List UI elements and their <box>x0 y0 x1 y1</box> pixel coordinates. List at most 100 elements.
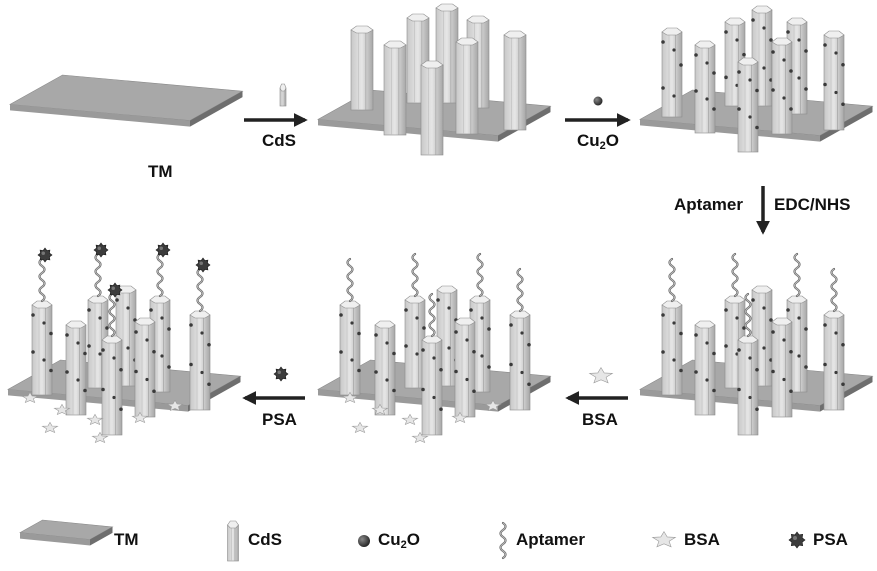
cu2o-particle <box>679 332 683 336</box>
psa-bound <box>196 258 210 272</box>
cu2o-particle <box>101 348 105 352</box>
cu2o-particle <box>742 53 746 57</box>
legend-psa-label: PSA <box>813 531 848 548</box>
cu2o-particle <box>145 338 148 341</box>
psa-bound <box>108 283 122 297</box>
cu2o-particle <box>83 352 87 356</box>
aptamer-rod <box>823 311 845 410</box>
cds-rod <box>421 61 443 155</box>
cds-rod <box>456 38 478 134</box>
cu2o-particle <box>712 107 716 111</box>
legend-bsa-icon <box>653 532 676 547</box>
cu2o-particle <box>200 331 203 334</box>
cu2o-particle <box>207 343 211 347</box>
cu2o-particle <box>735 38 738 41</box>
cu2o-particle <box>385 378 388 381</box>
cu2o-particle <box>415 352 418 355</box>
cu2o-particle <box>392 389 396 393</box>
cu2o-particle <box>769 318 773 322</box>
cu2o-particle <box>737 107 741 111</box>
cu2o-particle <box>31 350 35 354</box>
cu2o-particle <box>49 369 53 373</box>
cu2o-particle <box>469 308 473 312</box>
cu2o-particle <box>762 26 765 29</box>
cu2o-particle <box>841 382 845 386</box>
cu2o-particle <box>339 313 343 317</box>
cu2o-reagent-icon <box>594 97 603 106</box>
cu2o-particle <box>432 356 435 359</box>
cu2o-particle <box>755 407 759 411</box>
cu2o-particle <box>447 346 450 349</box>
cu2o-particle <box>112 356 115 359</box>
cds-rod <box>351 26 373 110</box>
legend-aptamer-label: Aptamer <box>516 531 585 548</box>
cu2o-particle <box>748 115 751 118</box>
cu2o-particle <box>661 40 665 44</box>
psa-reagent-icon <box>274 367 288 381</box>
cu2o-particle <box>134 330 138 334</box>
cu2o-particle <box>789 389 793 393</box>
cu2o-particle <box>841 343 845 347</box>
cu2o-particle <box>694 89 698 93</box>
cu2o-particle <box>167 327 171 331</box>
cu2o-particle <box>769 38 773 42</box>
cu2o-particle <box>152 350 156 354</box>
bsa-rod <box>339 301 361 395</box>
cu2o-particle <box>126 306 129 309</box>
cu2o-particle <box>126 346 129 349</box>
aptamer-rod <box>661 301 683 395</box>
cu2o-particle <box>661 350 665 354</box>
legend-cds-icon <box>228 521 239 561</box>
legend-cu2o-icon <box>358 535 370 547</box>
cu2o-particle <box>119 368 123 372</box>
cds-rod <box>504 31 526 130</box>
cu2o-particle <box>189 323 193 327</box>
cu2o-particle <box>782 338 785 341</box>
cu2o-particle <box>98 316 101 319</box>
cu2o-particle <box>737 70 741 74</box>
cu2o-particle <box>705 378 708 381</box>
cu2o-particle <box>454 330 458 334</box>
cu2o-particle <box>755 89 759 93</box>
cu2o-particle <box>797 354 800 357</box>
cu2o-particle <box>49 332 53 336</box>
bsa-rod <box>509 311 531 410</box>
cu2o-particle <box>748 356 751 359</box>
cu2o-particle <box>797 316 800 319</box>
aptamer-rod <box>771 318 793 417</box>
cu2o-particle <box>823 323 827 327</box>
psa-bound <box>94 243 108 257</box>
cu2o-particle <box>694 333 698 337</box>
cds-cu2o-rod <box>694 41 716 133</box>
psa-step-label: PSA <box>262 411 297 428</box>
cu2o-particle <box>472 350 476 354</box>
cu2o-particle <box>42 358 45 361</box>
bsa-star <box>352 422 367 432</box>
cu2o-particle <box>447 306 450 309</box>
bsa-star <box>402 414 417 424</box>
cu2o-particle <box>751 298 755 302</box>
cu2o-particle <box>487 365 491 369</box>
cu2o-particle <box>134 370 138 374</box>
psa-rod <box>101 336 123 435</box>
bsa-rod <box>454 318 476 417</box>
cu2o-particle <box>737 388 741 392</box>
cu2o-particle <box>771 370 775 374</box>
tm-label: TM <box>148 163 173 180</box>
cu2o-particle <box>392 352 396 356</box>
cu2o-particle <box>112 396 115 399</box>
cu2o-particle <box>782 58 785 61</box>
cu2o-particle <box>105 326 109 330</box>
cds-cu2o-rod <box>737 58 759 152</box>
cu2o-particle <box>520 371 523 374</box>
cu2o-particle <box>101 388 105 392</box>
cu2o-particle <box>694 370 698 374</box>
cu2o-particle <box>350 321 353 324</box>
legend-tm-label: TM <box>114 531 139 548</box>
cu2o-particle <box>422 326 426 330</box>
cu2o-particle <box>724 344 728 348</box>
cu2o-particle <box>65 370 69 374</box>
aptamer-step-label: Aptamer <box>674 196 743 213</box>
cu2o-particle <box>115 298 119 302</box>
